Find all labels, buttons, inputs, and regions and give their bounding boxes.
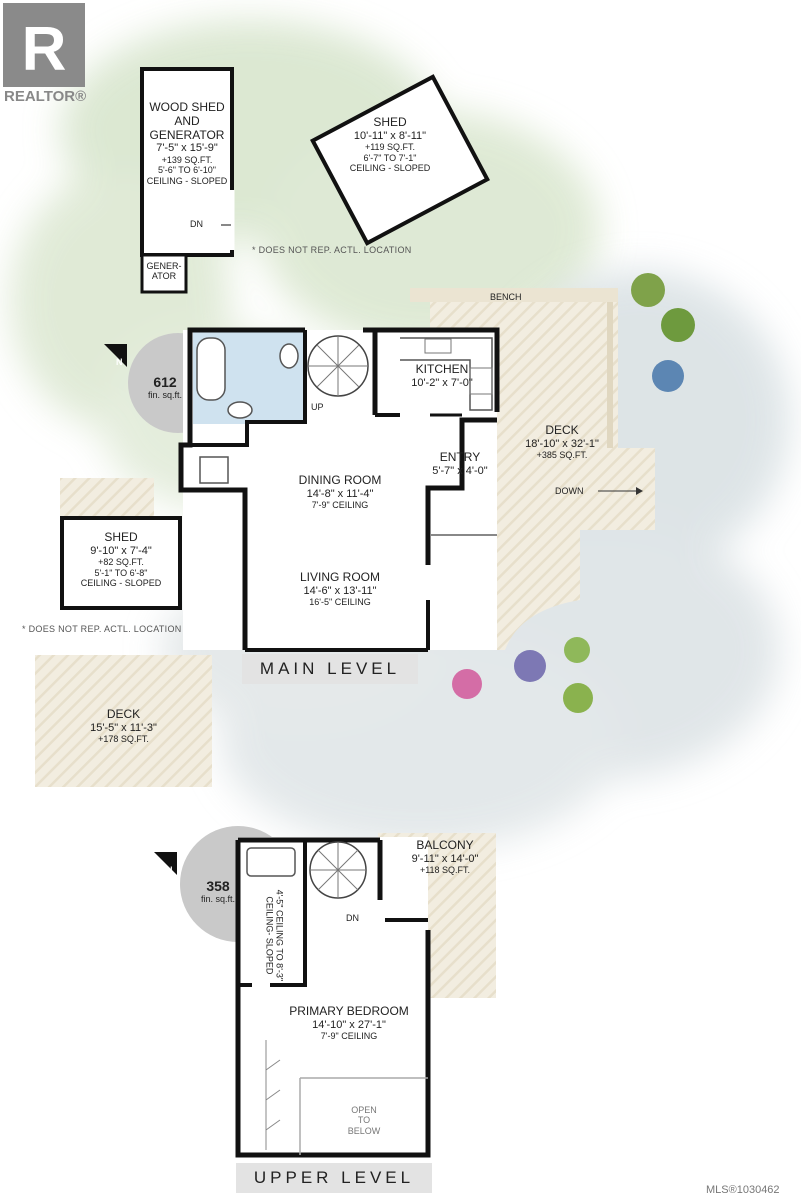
shed-top-outline xyxy=(310,74,490,246)
shed-left-label: SHED 9'-10" x 7'-4" +82 SQ.FT. 5'-1" TO … xyxy=(80,530,162,589)
note-left: * DOES NOT REP. ACTL. LOCATION xyxy=(22,624,182,634)
balcony-label: BALCONY 9'-11" x 14'-0" +118 SQ.FT. xyxy=(411,838,479,876)
upper-compass-n: N xyxy=(166,865,173,875)
deck-down-label: DOWN xyxy=(555,486,584,496)
dining-room-label: DINING ROOM 14'-8" x 11'-4" 7'-9" CEILIN… xyxy=(298,473,382,511)
mls-number: MLS®1030462 xyxy=(706,1184,780,1196)
main-level-banner: MAIN LEVEL xyxy=(242,654,418,684)
shed-top-label: SHED 10'-11" x 8'-11" +119 SQ.FT. 6'-7" … xyxy=(349,115,431,174)
kitchen-label: KITCHEN 10'-2" x 7'-0" xyxy=(411,362,473,389)
left-deck-shape xyxy=(35,655,212,787)
note-top: * DOES NOT REP. ACTL. LOCATION xyxy=(252,245,412,255)
upper-fin-sqft: 358 fin. sq.ft. xyxy=(200,878,235,905)
entry-label: ENTRY 5'-7" x 4'-0" xyxy=(432,450,488,477)
bench-label: BENCH xyxy=(490,292,522,302)
living-room-label: LIVING ROOM 14'-6" x 13'-11" 16'-5" CEIL… xyxy=(299,570,380,608)
upper-dn-label: DN xyxy=(346,913,359,923)
shrub-plants xyxy=(452,273,695,713)
wood-shed-dn: DN xyxy=(190,219,203,229)
upper-level-walls xyxy=(235,837,431,1158)
primary-bedroom-label: PRIMARY BEDROOM 14'-10" x 27'-1" 7'-9" C… xyxy=(289,1004,409,1042)
slope-label: 4'-5" CEILING TO 8'-3" CEILING- SLOPED xyxy=(264,889,285,982)
open-to-below-label: OPEN TO BELOW xyxy=(347,1105,381,1136)
generator-label: GENER- ATOR xyxy=(146,261,182,282)
upper-level-banner: UPPER LEVEL xyxy=(236,1163,432,1193)
left-shed-deck xyxy=(60,478,154,518)
main-compass-n: N xyxy=(116,357,123,367)
realtor-logo: R xyxy=(3,3,85,87)
svg-text:R: R xyxy=(22,15,67,84)
realtor-logo-text: REALTOR® xyxy=(4,88,87,105)
main-level-walls xyxy=(178,327,500,652)
deck-left-label: DECK 15'-5" x 11'-3" +178 SQ.FT. xyxy=(90,707,157,745)
left-shed-outline xyxy=(60,516,182,610)
deck-main-label: DECK 18'-10" x 32'-1" +385 SQ.FT. xyxy=(525,423,599,461)
main-up-label: UP xyxy=(311,402,324,412)
wood-shed-outline xyxy=(140,67,235,294)
wood-shed-label: WOOD SHED AND GENERATOR 7'-5" x 15'-9" +… xyxy=(146,100,228,186)
main-fin-sqft: 612 fin. sq.ft. xyxy=(147,374,182,401)
